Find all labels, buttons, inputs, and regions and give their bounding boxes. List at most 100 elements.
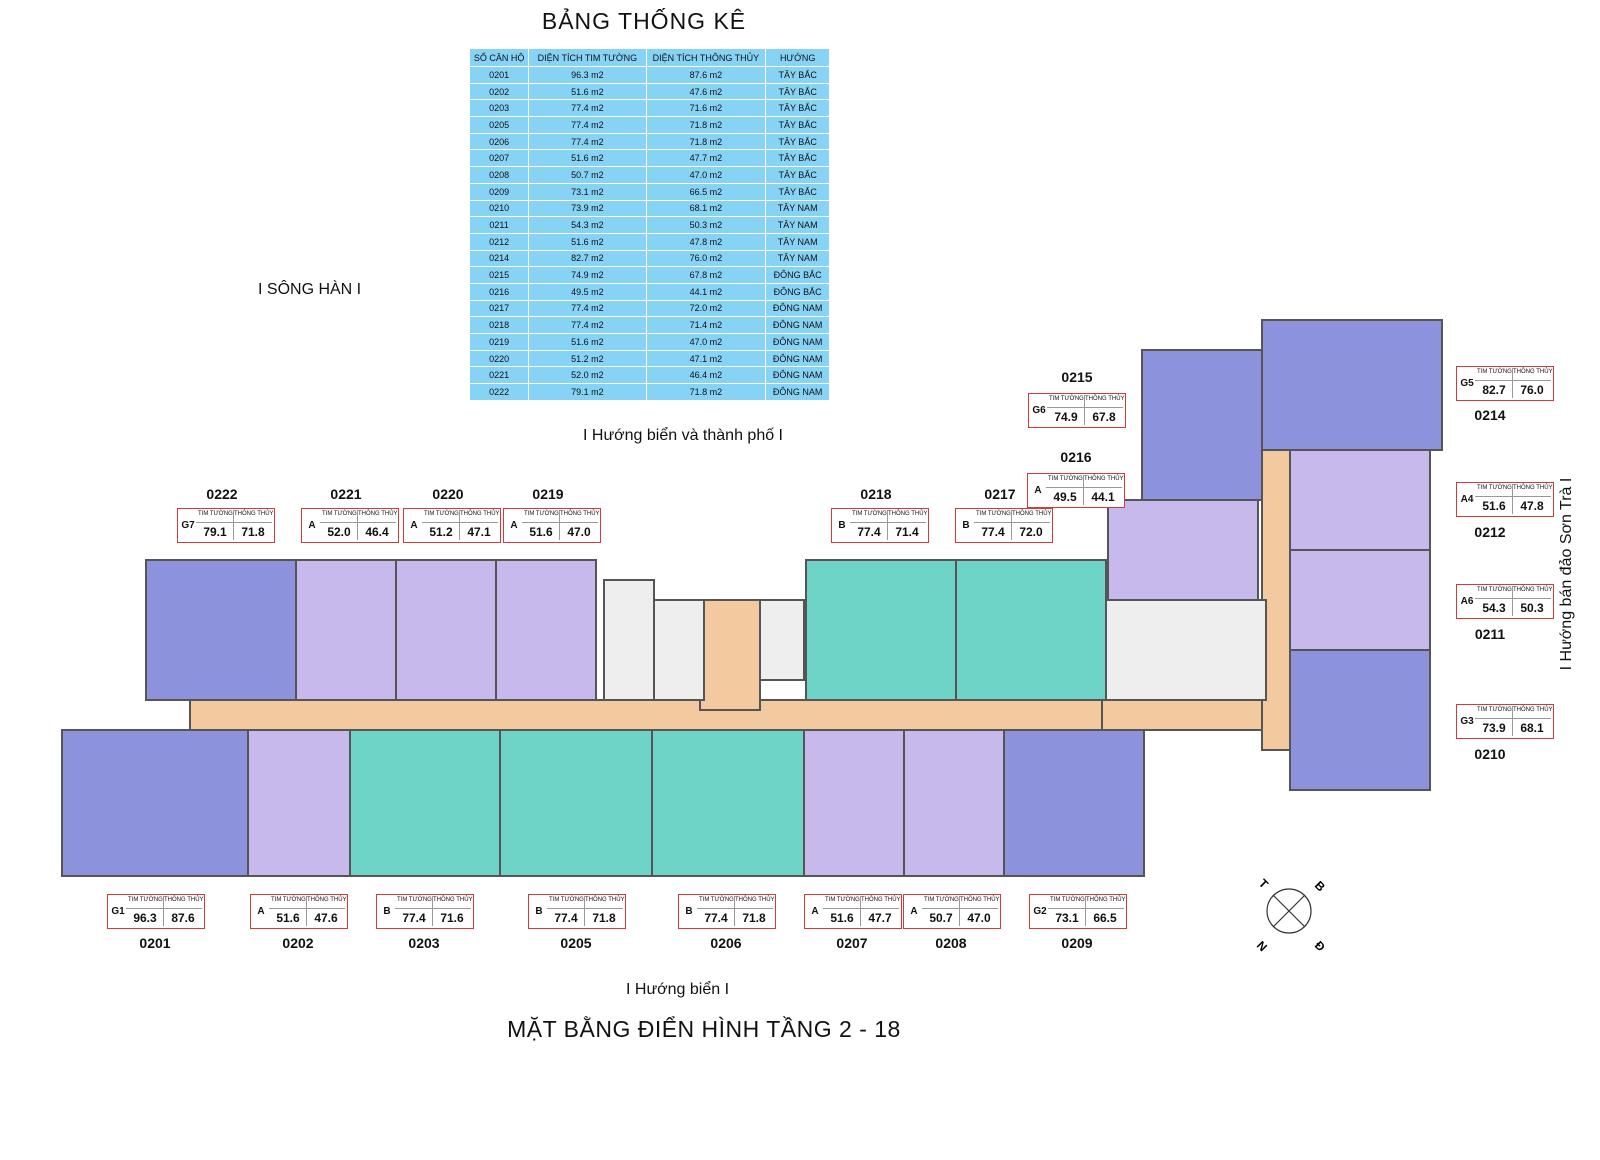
unit-number-0209: 0209 xyxy=(1061,935,1093,951)
tag-header-tim-tuong: TIM TƯỜNG xyxy=(1050,897,1085,903)
cell-net-area: 87.6 m2 xyxy=(645,66,767,84)
thong-thuy-value: 67.8 xyxy=(1092,410,1116,424)
tag-divider xyxy=(522,522,598,523)
unit-number-0221: 0221 xyxy=(330,486,362,502)
tag-divider xyxy=(233,510,234,540)
tag-divider xyxy=(459,510,460,540)
thong-thuy-value: 50.3 xyxy=(1520,601,1544,615)
tag-divider xyxy=(1512,484,1513,514)
tag-header-thong-thuy: THÔNG THỦY xyxy=(1085,396,1125,402)
unit-type: G5 xyxy=(1460,378,1474,389)
unit-block-0218 xyxy=(805,559,957,701)
cell-direction: TÂY NAM xyxy=(765,232,830,251)
thong-thuy-value: 71.8 xyxy=(742,911,766,925)
col-header-unit: SỐ CĂN HỘ xyxy=(468,48,530,67)
cell-direction: ĐÔNG NAM xyxy=(765,383,830,401)
cell-gross-area: 96.3 m2 xyxy=(528,66,647,84)
unit-block-0211 xyxy=(1289,549,1431,651)
note-sea-city: I Hướng biển và thành phố I xyxy=(583,427,783,444)
unit-type: A4 xyxy=(1460,494,1474,505)
unit-number-0205: 0205 xyxy=(560,935,592,951)
note-sea: I Hướng biển I xyxy=(626,981,730,998)
tag-header-thong-thuy: THÔNG THỦY xyxy=(861,897,901,903)
unit-type: A xyxy=(410,520,418,531)
unit-number-0218: 0218 xyxy=(860,486,892,502)
tag-header-tim-tuong: TIM TƯỜNG xyxy=(1049,396,1084,402)
cell-unit: 0202 xyxy=(468,82,530,101)
unit-type: A xyxy=(308,520,316,531)
tag-divider xyxy=(823,908,899,909)
tag-header-tim-tuong: TIM TƯỜNG xyxy=(524,511,559,517)
unit-type: A6 xyxy=(1460,596,1474,607)
tag-divider xyxy=(734,896,735,926)
tim-tuong-value: 96.3 xyxy=(133,911,157,925)
thong-thuy-value: 87.6 xyxy=(171,911,195,925)
tag-header-tim-tuong: TIM TƯỜNG xyxy=(924,897,959,903)
unit-number-0202: 0202 xyxy=(282,935,314,951)
unit-block-0205 xyxy=(499,729,653,877)
tim-tuong-value: 51.6 xyxy=(1482,499,1506,513)
tag-divider xyxy=(1083,475,1084,505)
unit-block-0203 xyxy=(349,729,501,877)
unit-number-0207: 0207 xyxy=(836,935,868,951)
tag-header-thong-thuy: THÔNG THỦY xyxy=(460,511,500,517)
tim-tuong-value: 77.4 xyxy=(704,911,728,925)
unit-block-0206 xyxy=(651,729,805,877)
tag-divider xyxy=(126,908,202,909)
tag-divider xyxy=(306,896,307,926)
cell-net-area: 47.6 m2 xyxy=(645,82,767,101)
tag-header-thong-thuy: THÔNG THỦY xyxy=(1012,511,1052,517)
thong-thuy-value: 76.0 xyxy=(1520,383,1544,397)
stair-block xyxy=(603,579,655,701)
tag-header-thong-thuy: THÔNG THỦY xyxy=(1084,476,1124,482)
unit-number-0222: 0222 xyxy=(206,486,238,502)
col-header-direction: HƯỚNG xyxy=(765,48,830,67)
tag-header-thong-thuy: THÔNG THỦY xyxy=(433,897,473,903)
tim-tuong-value: 82.7 xyxy=(1482,383,1506,397)
tag-divider xyxy=(974,522,1050,523)
tag-header-thong-thuy: THÔNG THỦY xyxy=(560,511,600,517)
unit-block-0207 xyxy=(803,729,905,877)
tag-divider xyxy=(959,896,960,926)
elevator-block xyxy=(653,599,705,701)
thong-thuy-value: 47.1 xyxy=(467,525,491,539)
tag-header-tim-tuong: TIM TƯỜNG xyxy=(397,897,432,903)
tag-header-tim-tuong: TIM TƯỜNG xyxy=(1477,587,1512,593)
unit-type: G2 xyxy=(1033,906,1047,917)
tag-divider xyxy=(196,522,272,523)
thong-thuy-value: 71.4 xyxy=(895,525,919,539)
tag-divider xyxy=(1512,706,1513,736)
compass-label-t: T xyxy=(1256,876,1272,892)
unit-number-0211: 0211 xyxy=(1474,626,1506,642)
thong-thuy-value: 72.0 xyxy=(1019,525,1043,539)
tag-header-tim-tuong: TIM TƯỜNG xyxy=(549,897,584,903)
tag-divider xyxy=(269,908,345,909)
tag-divider xyxy=(850,522,926,523)
thong-thuy-value: 47.7 xyxy=(868,911,892,925)
table-header-row: SỐ CĂN HỘ DIỆN TÍCH TIM TƯỜNG DIỆN TÍCH … xyxy=(468,48,830,67)
unit-number-0206: 0206 xyxy=(710,935,742,951)
thong-thuy-value: 44.1 xyxy=(1091,490,1115,504)
unit-type: A xyxy=(811,906,819,917)
tim-tuong-value: 79.1 xyxy=(203,525,227,539)
tag-header-thong-thuy: THÔNG THỦY xyxy=(1513,587,1553,593)
unit-block-0216 xyxy=(1107,499,1259,601)
unit-block-0222 xyxy=(145,559,297,701)
tag-divider xyxy=(547,908,623,909)
unit-number-0201: 0201 xyxy=(139,935,171,951)
cell-direction: TÂY BẮC xyxy=(765,99,830,118)
unit-block-0201 xyxy=(61,729,249,877)
tag-header-thong-thuy: THÔNG THỦY xyxy=(960,897,1000,903)
